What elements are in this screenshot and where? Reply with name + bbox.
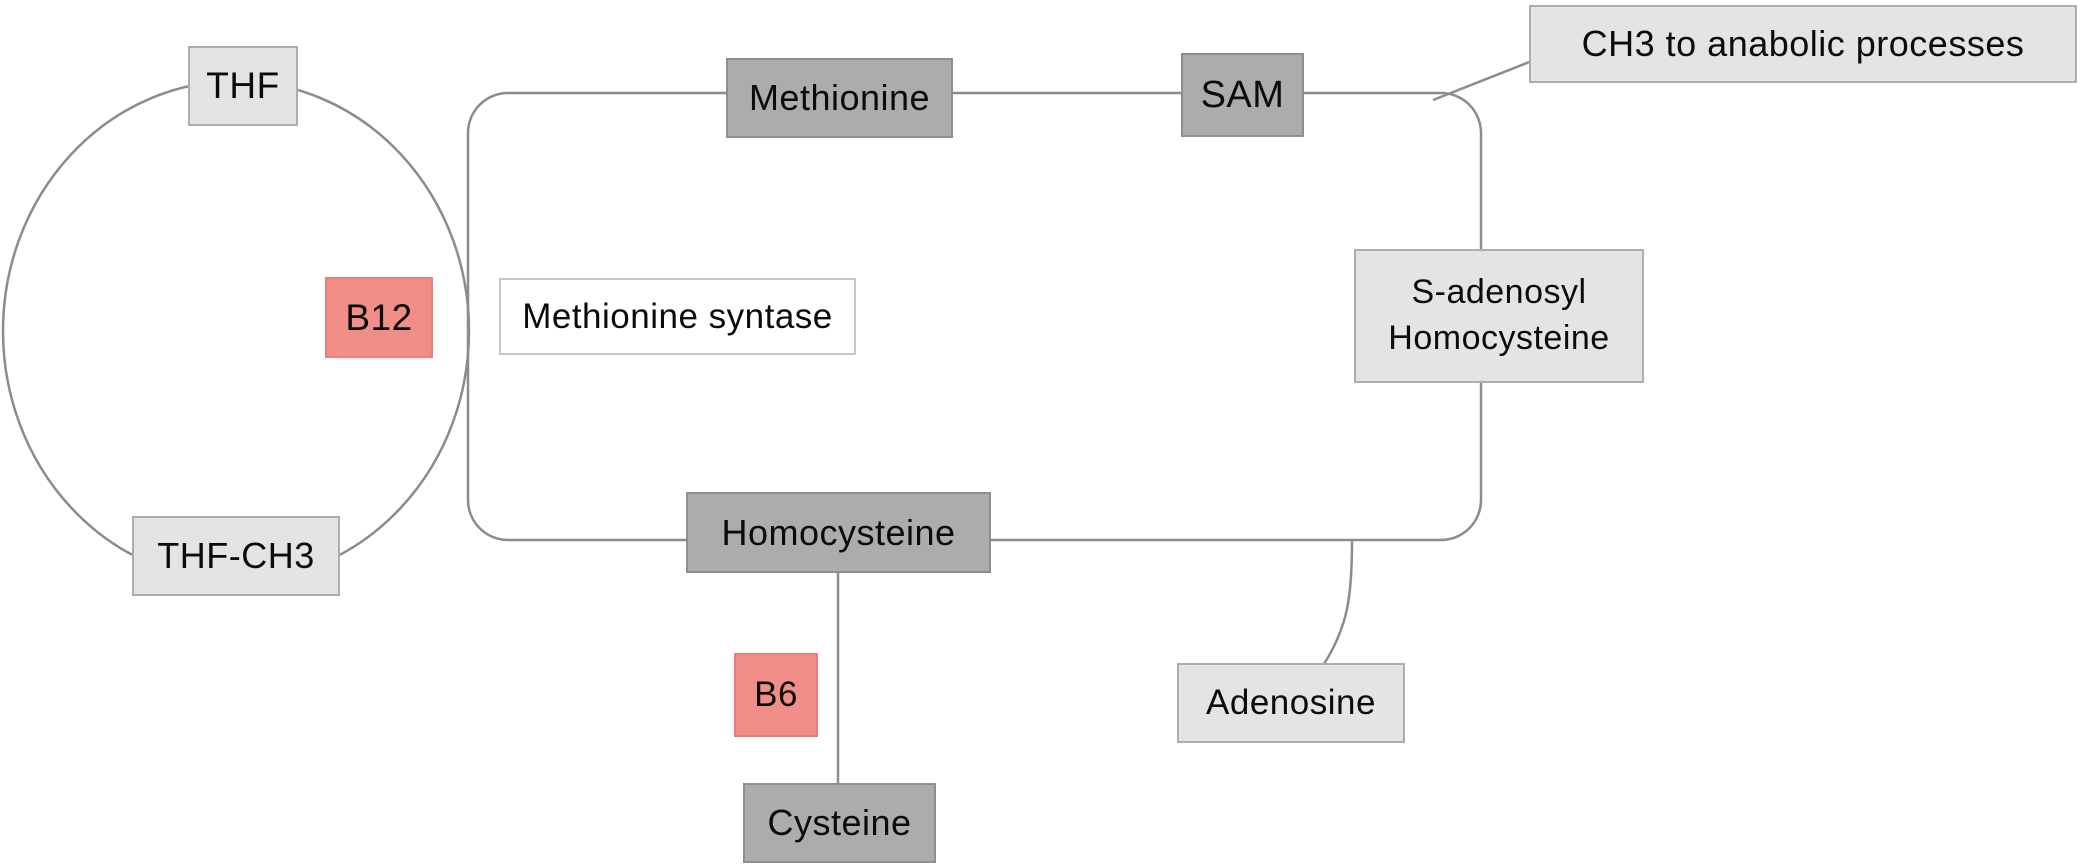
node-adenosine-label: Adenosine <box>1206 683 1376 722</box>
node-homocysteine-label: Homocysteine <box>721 511 956 553</box>
connector-loop-to-adenosine <box>1322 540 1354 665</box>
node-thf-ch3-label: THF-CH3 <box>157 535 315 576</box>
node-vitamin-b6: B6 <box>734 653 818 737</box>
node-methionine-syntase: Methionine syntase <box>499 278 856 355</box>
node-s-adenosyl-homocysteine-line2: Homocysteine <box>1388 319 1610 357</box>
node-vitamin-b12-label: B12 <box>345 296 413 338</box>
node-ch3-to-anabolic-processes-label: CH3 to anabolic processes <box>1581 23 2025 64</box>
connector-sam-to-ch3-branch <box>1432 59 1533 102</box>
node-vitamin-b12: B12 <box>325 277 433 358</box>
node-methionine: Methionine <box>726 58 953 138</box>
node-thf-label: THF <box>206 65 280 106</box>
node-thf-ch3: THF-CH3 <box>132 516 340 596</box>
node-sam-label: SAM <box>1200 73 1285 116</box>
node-s-adenosyl-homocysteine: S-adenosyl Homocysteine <box>1354 249 1644 383</box>
node-thf: THF <box>188 46 298 126</box>
node-vitamin-b6-label: B6 <box>754 675 798 714</box>
node-methionine-label: Methionine <box>748 77 931 118</box>
node-methionine-syntase-label: Methionine syntase <box>522 296 833 336</box>
node-adenosine: Adenosine <box>1177 663 1405 743</box>
node-s-adenosyl-homocysteine-line1: S-adenosyl <box>1411 273 1587 312</box>
node-cysteine-label: Cysteine <box>767 802 912 843</box>
node-sam: SAM <box>1181 53 1304 137</box>
node-ch3-to-anabolic-processes: CH3 to anabolic processes <box>1529 5 2077 83</box>
node-homocysteine: Homocysteine <box>686 492 991 573</box>
node-cysteine: Cysteine <box>743 783 936 863</box>
